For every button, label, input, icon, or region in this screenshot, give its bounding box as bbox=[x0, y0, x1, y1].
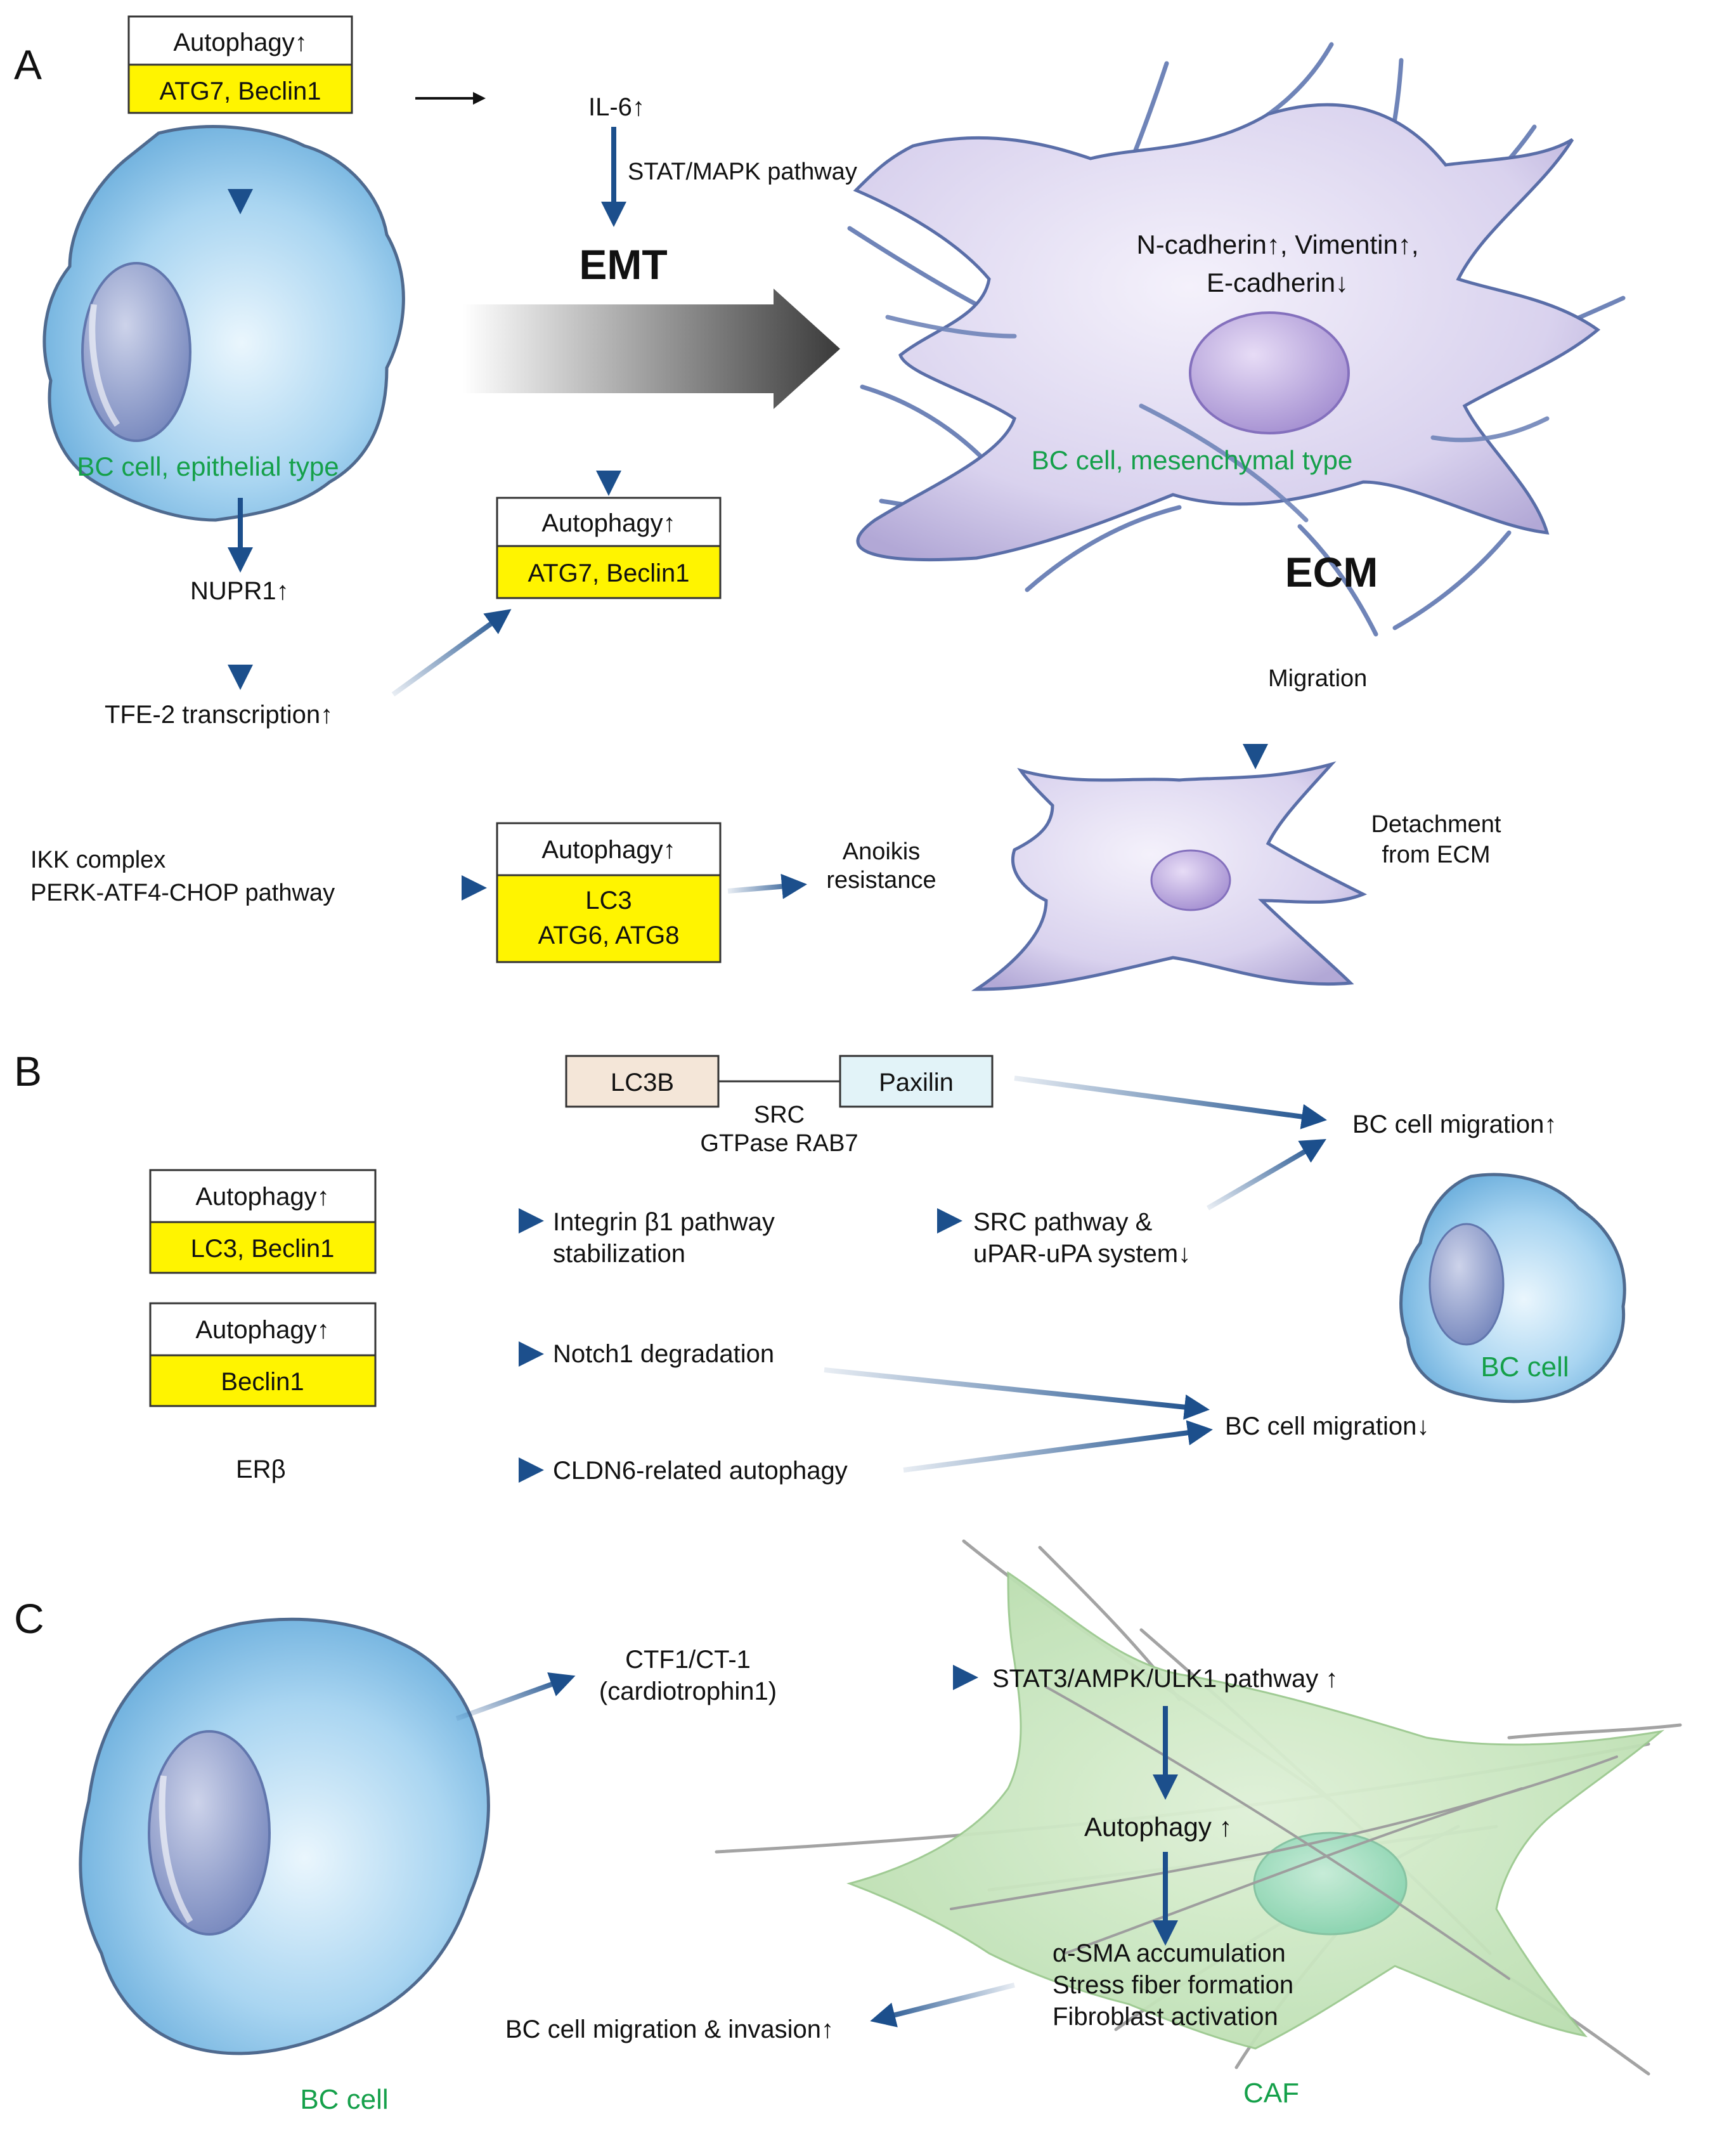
bc-cell-b-nucleus bbox=[1428, 1223, 1505, 1346]
paxilin-label: Paxilin bbox=[879, 1069, 954, 1097]
arrow-src-to-migration bbox=[1206, 1138, 1326, 1211]
panel-c-letter: C bbox=[14, 1595, 44, 1642]
anoikis-line1: Anoikis bbox=[843, 838, 921, 865]
svg-text:Autophagy↑: Autophagy↑ bbox=[173, 29, 307, 56]
autophagy-body-a2: ATG7, Beclin1 bbox=[528, 559, 690, 587]
autophagy-box-b1: Autophagy↑ LC3, Beclin1 bbox=[149, 1169, 377, 1274]
ikk-label: IKK complex bbox=[30, 847, 165, 873]
nucleus-highlight bbox=[89, 304, 120, 427]
autophagy-box-a3: Autophagy↑ LC3 ATG6, ATG8 bbox=[496, 822, 722, 963]
caf-label: CAF bbox=[1243, 2078, 1299, 2109]
svg-text:Autophagy↑: Autophagy↑ bbox=[541, 509, 675, 537]
caf-nucleus bbox=[1253, 1832, 1408, 1936]
il6-label: IL-6↑ bbox=[588, 93, 645, 121]
arrow-autophagy-to-anoikis bbox=[727, 873, 807, 899]
emt-transition-arrow bbox=[463, 289, 840, 409]
ecm-label: ECM bbox=[1285, 549, 1378, 596]
bc-cell-c-highlight bbox=[159, 1775, 193, 1924]
svg-text:Autophagy↑: Autophagy↑ bbox=[195, 1316, 329, 1344]
lc3b-label: LC3B bbox=[611, 1069, 674, 1097]
integrin-line2: stabilization bbox=[553, 1240, 685, 1268]
nupr1-label: NUPR1↑ bbox=[190, 577, 289, 605]
bc-cell-c-nucleus bbox=[148, 1730, 271, 1936]
sma-label: α-SMA accumulation bbox=[1053, 1939, 1286, 1967]
detach-line2: from ECM bbox=[1382, 842, 1491, 868]
arrow-notch-to-migration bbox=[824, 1367, 1210, 1420]
anoikis-line2: resistance bbox=[826, 867, 936, 894]
bc-cell-b-label: BC cell bbox=[1480, 1351, 1569, 1383]
autophagy-box-a2: Autophagy↑ ATG7, Beclin1 bbox=[496, 497, 722, 599]
mesenchymal-label: BC cell, mesenchymal type bbox=[1032, 445, 1353, 475]
markers-line1: N-cadherin↑, Vimentin↑, bbox=[1136, 230, 1418, 259]
arrow-cldn6-to-migration bbox=[903, 1420, 1213, 1473]
autophagy-body-a1: ATG7, Beclin1 bbox=[160, 77, 321, 105]
invasion-label: BC cell migration & invasion↑ bbox=[505, 2015, 834, 2043]
autophagy-body-b1: LC3, Beclin1 bbox=[191, 1235, 335, 1263]
paxilin-box bbox=[839, 1055, 994, 1108]
arrow-paxilin-to-migration bbox=[1014, 1076, 1327, 1130]
bc-cell-c-label: BC cell bbox=[300, 2084, 388, 2115]
autophagy-body-a3-line2: ATG6, ATG8 bbox=[538, 921, 679, 949]
lc3b-box bbox=[565, 1055, 720, 1108]
stat3-label: STAT3/AMPK/ULK1 pathway ↑ bbox=[992, 1665, 1338, 1693]
panel-a-letter: A bbox=[14, 41, 42, 88]
ctf1-line1: CTF1/CT-1 bbox=[625, 1646, 751, 1674]
caf-stress-fibers bbox=[950, 1686, 1618, 1980]
ecm-fibers-front bbox=[885, 315, 1550, 523]
autophagy-head-a1: Autophagy bbox=[173, 29, 294, 56]
bc-cell-c bbox=[79, 1617, 490, 2055]
arrow-caf-to-invasion bbox=[870, 1983, 1015, 2028]
erb-label: ERβ bbox=[236, 1455, 286, 1483]
markers-line2: E-cadherin↓ bbox=[1207, 268, 1349, 297]
src-label: SRC bbox=[754, 1102, 805, 1128]
mesenchymal-nucleus bbox=[1189, 311, 1350, 434]
autophagy-body-b2: Beclin1 bbox=[221, 1368, 304, 1396]
stat-mapk-label: STAT/MAPK pathway bbox=[628, 159, 857, 185]
epithelial-label: BC cell, epithelial type bbox=[77, 452, 339, 481]
fibroblast-activation-label: Fibroblast activation bbox=[1053, 2003, 1278, 2031]
stress-fiber-label: Stress fiber formation bbox=[1053, 1971, 1293, 1999]
cldn6-label: CLDN6-related autophagy bbox=[553, 1457, 848, 1485]
caf-autophagy-label: Autophagy ↑ bbox=[1084, 1812, 1233, 1842]
migration-up-label: BC cell migration↑ bbox=[1352, 1110, 1557, 1138]
arrow-bc-to-ctf1 bbox=[455, 1672, 576, 1721]
ctf1-line2: (cardiotrophin1) bbox=[599, 1677, 777, 1705]
panel-b-letter: B bbox=[14, 1048, 42, 1095]
migration-down-label: BC cell migration↓ bbox=[1225, 1412, 1429, 1440]
detached-nucleus bbox=[1150, 849, 1231, 911]
src-path-line2: uPAR-uPA system↓ bbox=[973, 1240, 1191, 1268]
autophagy-box-a1: Autophagy↑ ATG7, Beclin1 bbox=[127, 15, 353, 114]
epithelial-nucleus bbox=[81, 262, 191, 442]
arrow-tfe2-to-autophagy bbox=[391, 609, 512, 697]
emt-label: EMT bbox=[579, 241, 667, 288]
integrin-line1: Integrin β1 pathway bbox=[553, 1208, 775, 1236]
notch-label: Notch1 degradation bbox=[553, 1340, 774, 1368]
src-path-line1: SRC pathway & bbox=[973, 1208, 1153, 1236]
svg-text:Autophagy↑: Autophagy↑ bbox=[195, 1183, 329, 1211]
detach-line1: Detachment bbox=[1371, 811, 1501, 838]
tfe2-label: TFE-2 transcription↑ bbox=[105, 701, 333, 729]
migration-label: Migration bbox=[1268, 665, 1367, 692]
svg-text:Autophagy↑: Autophagy↑ bbox=[541, 836, 675, 864]
perk-label: PERK-ATF4-CHOP pathway bbox=[30, 880, 335, 906]
rab7-label: GTPase RAB7 bbox=[700, 1130, 858, 1157]
autophagy-body-a3-line1: LC3 bbox=[585, 887, 632, 915]
autophagy-box-b2: Autophagy↑ Beclin1 bbox=[149, 1302, 377, 1407]
up-arrow-glyph: ↑ bbox=[295, 29, 308, 56]
